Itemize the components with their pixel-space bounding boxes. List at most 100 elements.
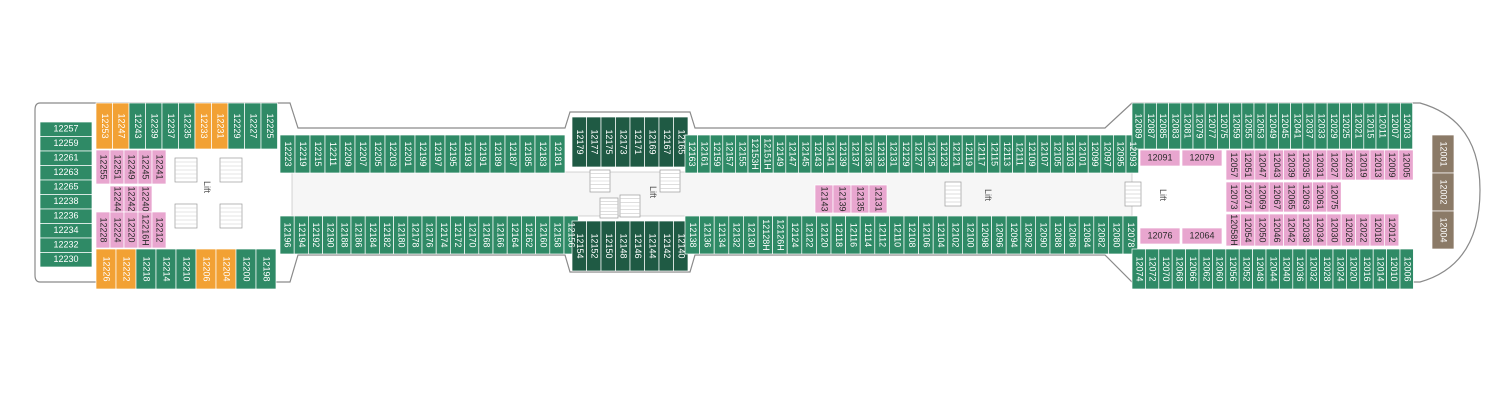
cabin-number: 12184 <box>368 222 378 247</box>
cabin-number: 12226 <box>102 256 112 281</box>
cabin-12005[interactable] <box>1398 149 1414 181</box>
cabin-number: 12111 <box>1015 142 1025 166</box>
cabin-number: 12137 <box>851 141 861 166</box>
cabin-number: 12159 <box>712 141 722 166</box>
cabin-number: 12201 <box>403 141 413 166</box>
cabin-number: 12026 <box>1344 217 1354 242</box>
cabin-number: 12106 <box>922 222 932 247</box>
cabin-number: 12038 <box>1301 217 1311 242</box>
cabin-number: 12066 <box>1188 256 1198 281</box>
cabin-12198[interactable] <box>255 248 277 290</box>
cabin-12212[interactable] <box>151 211 167 249</box>
cabin-number: 12152 <box>589 233 599 258</box>
cabin-number: 12101 <box>1078 141 1088 166</box>
cabin-number: 12064 <box>1189 230 1214 240</box>
cabin-12078[interactable] <box>1122 215 1138 255</box>
cabin-12225[interactable] <box>260 102 278 150</box>
cabin-number: 12171 <box>633 129 643 154</box>
cabin-12004[interactable] <box>1431 210 1455 250</box>
cabin-number: 12052 <box>1242 256 1252 281</box>
cabin-number: 12203 <box>388 141 398 166</box>
cabin-number: 12084 <box>1082 222 1092 247</box>
cabin-number: 12133 <box>876 141 886 166</box>
cabin-number: 12232 <box>53 240 78 250</box>
cabin-number: 12095 <box>1115 141 1125 166</box>
cabin-12181[interactable] <box>549 134 566 174</box>
cabin-number: 12039 <box>1286 152 1296 177</box>
cabin-12012[interactable] <box>1384 213 1400 247</box>
lift-label: Lift <box>202 181 212 194</box>
cabin-number: 12143 <box>820 186 830 211</box>
cabin-number: 12118 <box>834 223 844 247</box>
cabin-number: 12155 <box>737 141 747 166</box>
cabin-12079[interactable] <box>1181 149 1223 167</box>
cabin-number: 12055 <box>1244 113 1254 138</box>
cabin-number: 12237 <box>166 113 176 138</box>
cabin-12064[interactable] <box>1181 227 1223 245</box>
cabin-number: 12020 <box>1349 256 1359 281</box>
cabin-number: 12069 <box>1258 184 1268 209</box>
cabin-number: 12185 <box>523 141 533 166</box>
cabin-number: 12192 <box>311 222 321 247</box>
cabin-number: 12222 <box>122 256 132 281</box>
cabin-12075[interactable] <box>1326 181 1342 213</box>
cabin-number: 12107 <box>1040 141 1050 166</box>
cabin-number: 12043 <box>1272 152 1282 177</box>
cabin-number: 12229 <box>232 113 242 138</box>
cabin-number: 12073 <box>1229 184 1239 209</box>
cabin-number: 12098 <box>980 222 990 247</box>
cabin-number: 12181 <box>553 141 563 166</box>
cabin-number: 12162 <box>524 222 534 247</box>
cabin-number: 12158 <box>553 222 563 247</box>
cabin-number: 12153H <box>750 138 760 170</box>
cabin-number: 12207 <box>358 141 368 166</box>
cabin-number: 12086 <box>1068 222 1078 247</box>
cabin-number: 12193 <box>463 141 473 166</box>
cabin-12241[interactable] <box>151 149 167 185</box>
cabin-number: 12144 <box>647 233 657 258</box>
cabin-12076[interactable] <box>1139 227 1181 245</box>
cabin-number: 12083 <box>1170 113 1180 138</box>
cabin-number: 12091 <box>1147 152 1172 162</box>
cabin-number: 12036 <box>1295 256 1305 281</box>
cabin-number: 12139 <box>838 186 848 211</box>
cabin-12091[interactable] <box>1139 149 1181 167</box>
cabin-12006[interactable] <box>1399 248 1414 290</box>
cabin-number: 12045 <box>1280 113 1290 138</box>
cabin-number: 12132 <box>732 222 742 247</box>
cabin-number: 12034 <box>1315 217 1325 242</box>
cabin-number: 12263 <box>53 167 78 177</box>
cabin-number: 12195 <box>448 141 458 166</box>
cabin-number: 12259 <box>53 138 78 148</box>
cabin-number: 12011 <box>1378 114 1388 138</box>
cabin-number: 12041 <box>1292 113 1302 138</box>
cabin-number: 12179 <box>575 129 585 154</box>
cabin-number: 12204 <box>222 256 232 281</box>
cabin-number: 12164 <box>510 222 520 247</box>
cabin-number: 12050 <box>1258 217 1268 242</box>
cabin-12003[interactable] <box>1400 102 1413 150</box>
cabin-number: 12218 <box>142 256 152 281</box>
cabin-12230[interactable] <box>39 252 93 268</box>
cabin-number: 12016 <box>1362 256 1372 281</box>
cabin-number: 12056 <box>1228 256 1238 281</box>
cabin-number: 12030 <box>1330 217 1340 242</box>
cabin-number: 12115 <box>989 142 999 166</box>
cabin-number: 12163 <box>687 141 697 166</box>
cabin-number: 12042 <box>1286 217 1296 242</box>
cabin-number: 12223 <box>283 141 293 166</box>
cabin-number: 12097 <box>1103 141 1113 166</box>
cabin-number: 12219 <box>298 141 308 166</box>
cabin-number: 12143 <box>813 141 823 166</box>
cabin-number: 12046 <box>1272 217 1282 242</box>
cabin-number: 12021 <box>1353 113 1363 138</box>
cabin-number: 12001 <box>1439 141 1449 166</box>
cabin-number: 12092 <box>1024 222 1034 247</box>
cabin-number: 12116 <box>849 223 859 247</box>
cabin-number: 12044 <box>1268 256 1278 281</box>
cabin-number: 12167 <box>662 129 672 154</box>
cabin-number: 12085 <box>1158 113 1168 138</box>
cabin-number: 12147 <box>788 141 798 166</box>
cabin-12131[interactable] <box>868 184 888 214</box>
cabin-number: 12057 <box>1229 152 1239 177</box>
